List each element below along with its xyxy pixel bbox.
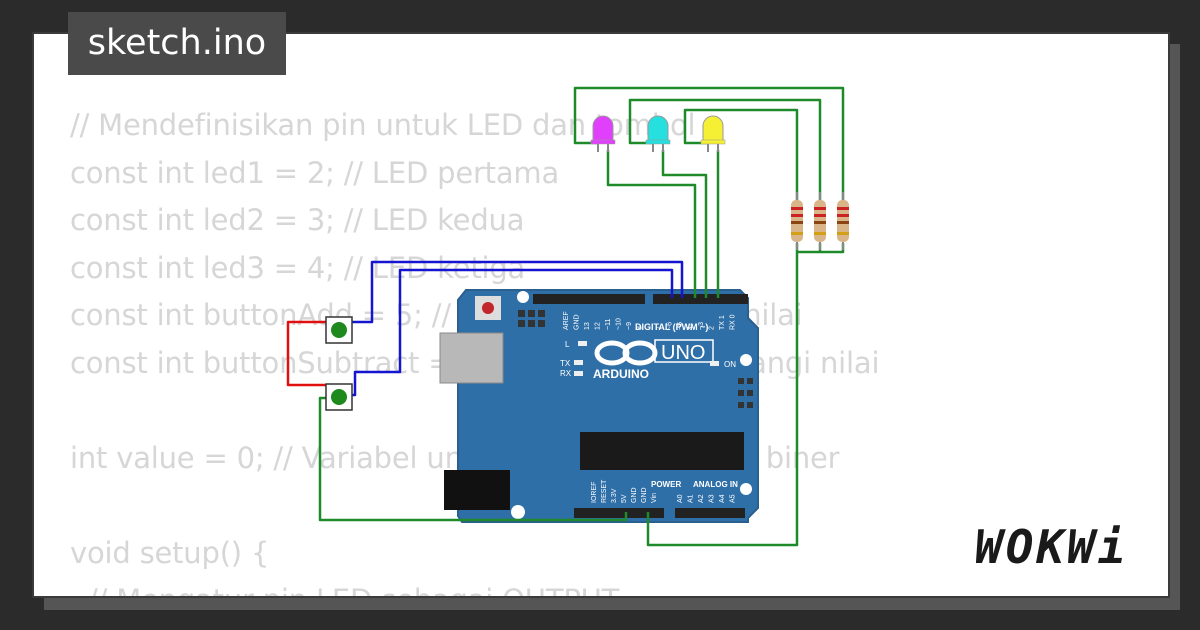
- analog-pin-label: A2: [698, 494, 705, 503]
- mount-hole: [511, 505, 525, 519]
- usb-port: [439, 332, 504, 384]
- digital-pin-label: 13: [584, 322, 591, 330]
- code-line: void setup() {: [70, 535, 270, 570]
- power-header: [574, 508, 664, 518]
- wire-led2-resistor[interactable]: [628, 98, 822, 205]
- digital-pin-label: 12: [595, 322, 602, 330]
- resistor[interactable]: [791, 192, 803, 250]
- leds: [590, 115, 726, 152]
- power-pin-label: GND: [641, 487, 648, 503]
- digital-pin-label: ~6: [667, 322, 674, 330]
- power-pin-label: GND: [631, 487, 638, 503]
- arduino-uno-board[interactable]: UNO ARDUINO DIGITAL (PWM ~) POWER ANALOG…: [439, 289, 759, 523]
- l-led-label: L: [565, 340, 570, 349]
- wire-button-power[interactable]: [286, 320, 330, 387]
- file-tab-title[interactable]: sketch.ino: [68, 12, 286, 75]
- digital-pin-label: RX 0: [730, 314, 737, 330]
- power-pin-label: RESET: [601, 479, 608, 503]
- wire-led3-resistor[interactable]: [683, 108, 799, 205]
- digital-header-high: [533, 294, 645, 304]
- analog-pin-label: A5: [730, 494, 737, 503]
- power-pin-label: 5V: [621, 494, 628, 503]
- wire-button-gnd[interactable]: [318, 396, 628, 522]
- resistor[interactable]: [814, 192, 826, 250]
- wire-led1-pin[interactable]: [606, 150, 697, 298]
- on-label: ON: [724, 360, 736, 369]
- mount-hole: [517, 291, 529, 303]
- power-pin-label: 3.3V: [611, 488, 618, 503]
- digital-pin-label: ~5: [677, 322, 684, 330]
- digital-pin-label: AREF: [563, 311, 570, 330]
- digital-pin-label: 7: [656, 326, 663, 330]
- board-brand: ARDUINO: [593, 367, 649, 381]
- analog-pin-label: A4: [719, 494, 726, 503]
- reset-button[interactable]: [482, 302, 494, 314]
- power-pin-label: IOREF: [591, 482, 598, 503]
- atmega-chip: [580, 432, 744, 470]
- analog-label: ANALOG IN: [693, 480, 738, 489]
- code-line: const int led2 = 3; // LED kedua: [70, 203, 525, 237]
- power-jack: [444, 470, 510, 510]
- wokwi-logo: WOKWi: [975, 520, 1129, 574]
- power-pin-label: Vin: [651, 493, 658, 503]
- digital-pin-label: ~3: [698, 322, 705, 330]
- tx-label: TX: [560, 359, 571, 368]
- wire-led2-pin[interactable]: [661, 150, 708, 298]
- rx-label: RX: [560, 369, 572, 378]
- wire-button-subtract[interactable]: [349, 268, 674, 397]
- code-line: // Mengatur pin LED sebagai OUTPUT: [70, 583, 619, 596]
- led-magenta[interactable]: [590, 115, 616, 152]
- resistors: [791, 192, 849, 250]
- digital-pin-label: 2: [709, 326, 716, 330]
- analog-pin-label: A1: [688, 494, 695, 503]
- push-button-add[interactable]: [325, 316, 353, 344]
- push-button-subtract[interactable]: [325, 383, 353, 411]
- resistor[interactable]: [837, 192, 849, 250]
- mount-hole: [740, 354, 752, 366]
- analog-pin-label: A0: [677, 494, 684, 503]
- analog-pin-label: A3: [709, 494, 716, 503]
- led-yellow[interactable]: [700, 115, 726, 152]
- mount-hole: [740, 483, 752, 495]
- code-line: const int led3 = 4; // LED ketiga: [70, 250, 526, 285]
- led-cyan[interactable]: [645, 115, 671, 152]
- digital-pin-label: ~10: [616, 318, 623, 330]
- analog-header: [675, 508, 745, 518]
- digital-header-low: [653, 294, 748, 304]
- board-model: UNO: [661, 342, 705, 364]
- wire-gnd-resistors[interactable]: [646, 243, 799, 547]
- power-label: POWER: [651, 480, 681, 489]
- digital-pin-label: GND: [574, 314, 581, 330]
- digital-label: DIGITAL (PWM ~): [635, 322, 708, 332]
- digital-pin-label: ~9: [626, 322, 633, 330]
- digital-pin-label: TX 1: [719, 315, 726, 330]
- wire-button-add[interactable]: [349, 260, 684, 324]
- digital-pin-label: 8: [637, 326, 644, 330]
- digital-pin-label: ~11: [605, 319, 612, 330]
- code-line: const int led1 = 2; // LED pertama: [70, 155, 560, 190]
- digital-pin-label: 4: [688, 326, 695, 330]
